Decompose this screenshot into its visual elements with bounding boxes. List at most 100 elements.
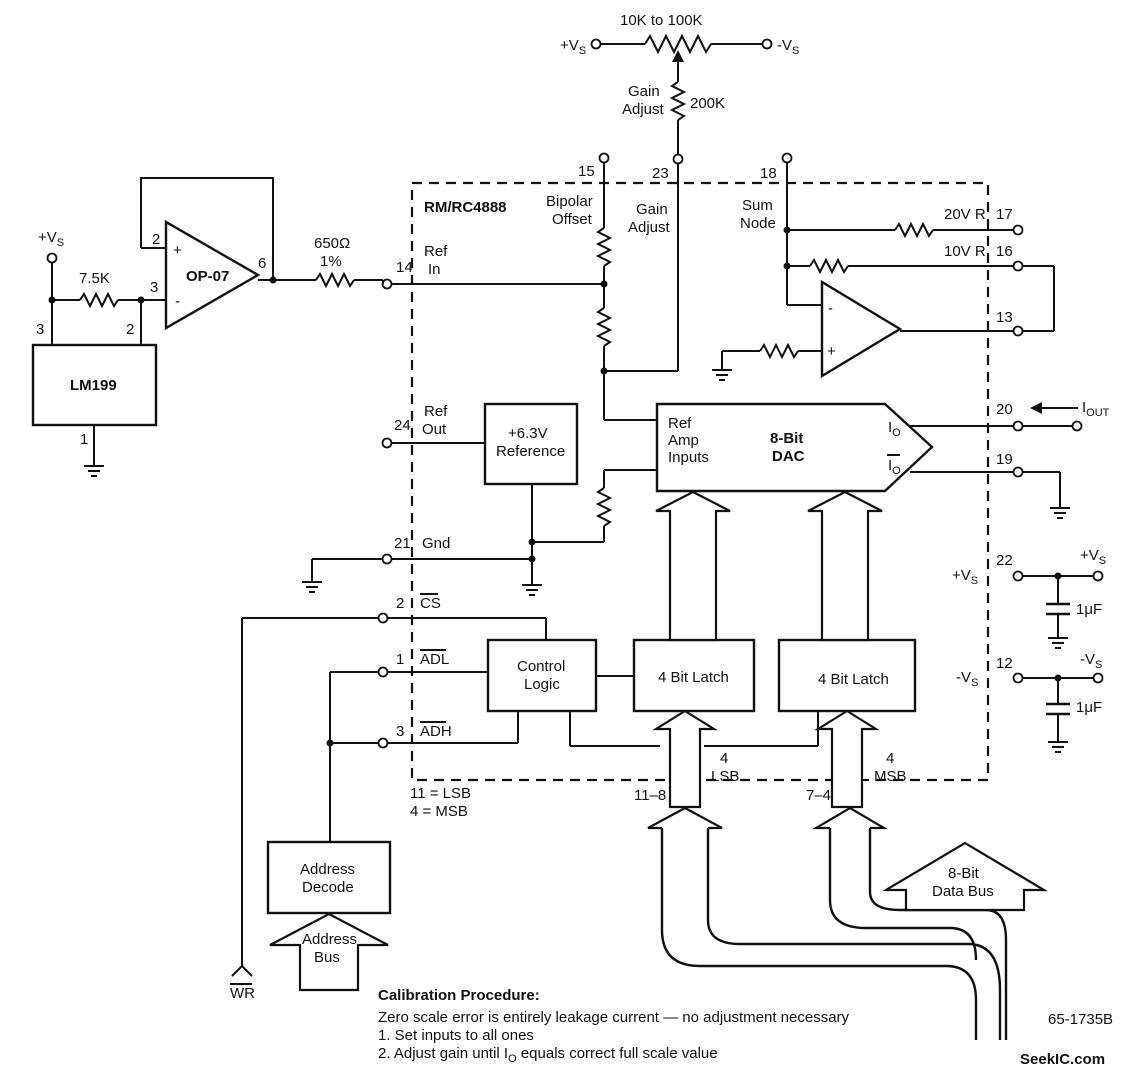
r-650-tol-label: 1% <box>320 253 342 270</box>
adl-label: ADL <box>420 651 449 668</box>
ground-pin21 <box>302 581 322 593</box>
pin2-op-label: 2 <box>152 231 160 248</box>
pin2-cs-label: 2 <box>396 595 404 612</box>
ground-opamp <box>712 369 732 381</box>
r-200k-label: 200K <box>690 95 725 112</box>
bus-lsb-to-dac <box>655 490 731 642</box>
pin15-label: 15 <box>578 163 595 180</box>
gnd-label: Gnd <box>422 535 450 552</box>
data-bus-arrow <box>881 841 1049 912</box>
address-decode-block <box>266 840 392 915</box>
cs-label: CS <box>420 595 441 612</box>
svg-text:+: + <box>827 343 836 360</box>
dac-8bit <box>655 402 934 493</box>
data-bus-lsb-path <box>660 828 978 1040</box>
pin17-label: 17 <box>996 206 1013 223</box>
watermark: SeekIC.com <box>1020 1051 1105 1068</box>
cap1-label: 1μF <box>1076 601 1102 618</box>
calibration-step1: 1. Set inputs to all ones <box>378 1027 534 1044</box>
cap2-label: 1μF <box>1076 699 1102 716</box>
lm199-block <box>31 343 158 427</box>
adh-label: ADH <box>420 723 452 740</box>
pin3-lm-label: 3 <box>36 321 44 338</box>
io-bar-label: IO <box>888 457 901 477</box>
terminal-pos-vs-top <box>590 38 602 50</box>
r20v-label: 20V R <box>944 206 986 223</box>
op07-opamp <box>164 219 261 331</box>
pin3-adh-label: 3 <box>396 723 404 740</box>
pot-value-label: 10K to 100K <box>620 12 703 29</box>
output-opamp <box>820 279 903 379</box>
ground-pin19 <box>1050 507 1070 519</box>
bits-lsb-label: 11–8 <box>634 787 666 804</box>
pin1-adl-label: 1 <box>396 651 404 668</box>
pin3-terminal <box>377 737 389 749</box>
pin24-label: 24 <box>394 417 411 434</box>
ground-cap2 <box>1048 741 1068 753</box>
pin17-terminal <box>1012 224 1024 236</box>
vs-neg-12-label: -VS <box>956 669 978 689</box>
figure-code: 65-1735B <box>1048 1011 1113 1028</box>
iout-arrow <box>1030 402 1042 414</box>
r-7k5-label: 7.5K <box>79 270 110 287</box>
svg-text:+: + <box>173 242 182 259</box>
pin18-label: 18 <box>760 165 777 182</box>
pin19-label: 19 <box>996 451 1013 468</box>
vs-pos-right-terminal <box>1092 570 1104 582</box>
pin3-op-label: 3 <box>150 279 158 296</box>
pin22-terminal <box>1012 570 1024 582</box>
data-bus-msb-head <box>811 806 889 830</box>
latch-msb-label: 4 Bit Latch <box>818 671 889 688</box>
pin13-terminal <box>1012 325 1024 337</box>
chip-name: RM/RC4888 <box>424 199 507 216</box>
vs-neg-12r-label: -VS <box>1080 651 1102 671</box>
ground-cap1 <box>1048 637 1068 649</box>
wiper-arrow <box>672 50 684 62</box>
bus-lsb-in <box>652 709 718 809</box>
pin15-terminal <box>598 152 610 164</box>
io-label: IO <box>888 419 901 439</box>
data-bus-lsb-path-b <box>706 828 1002 1040</box>
pin1-lm-label: 1 <box>80 431 88 448</box>
pin18-terminal <box>781 152 793 164</box>
latch-lsb-label: 4 Bit Latch <box>658 669 729 686</box>
bus-msb-in <box>814 709 880 809</box>
calibration-step2: 2. Adjust gain until IO equals correct f… <box>378 1045 718 1065</box>
pin2-lm-label: 2 <box>126 321 134 338</box>
pin22-label: 22 <box>996 552 1013 569</box>
pin24-terminal <box>381 437 393 449</box>
op07-label: OP-07 <box>186 268 229 285</box>
bus-msb-to-dac <box>807 490 883 642</box>
data-bus-lsb-head <box>647 806 723 830</box>
pin23-label: 23 <box>652 165 669 182</box>
bits-msb-label: 7–4 <box>806 787 831 804</box>
pin21-label: 21 <box>394 535 411 552</box>
pin12-label: 12 <box>996 655 1013 672</box>
pin1-terminal <box>377 666 389 678</box>
svg-text:-: - <box>175 293 180 310</box>
wr-symbol <box>231 964 253 977</box>
pin2-terminal <box>377 612 389 624</box>
calibration-line1: Zero scale error is entirely leakage cur… <box>378 1009 850 1026</box>
lm199-label: LM199 <box>70 377 117 394</box>
vs-left-terminal <box>46 252 58 264</box>
data-bus-msb-path <box>828 828 978 961</box>
plus-vs-left-label: +VS <box>38 229 64 249</box>
pin6-op-label: 6 <box>258 255 266 272</box>
ground-reference <box>522 584 542 596</box>
pin19-terminal <box>1012 466 1024 478</box>
pin16-terminal <box>1012 260 1024 272</box>
pin14-label: 14 <box>396 259 413 276</box>
